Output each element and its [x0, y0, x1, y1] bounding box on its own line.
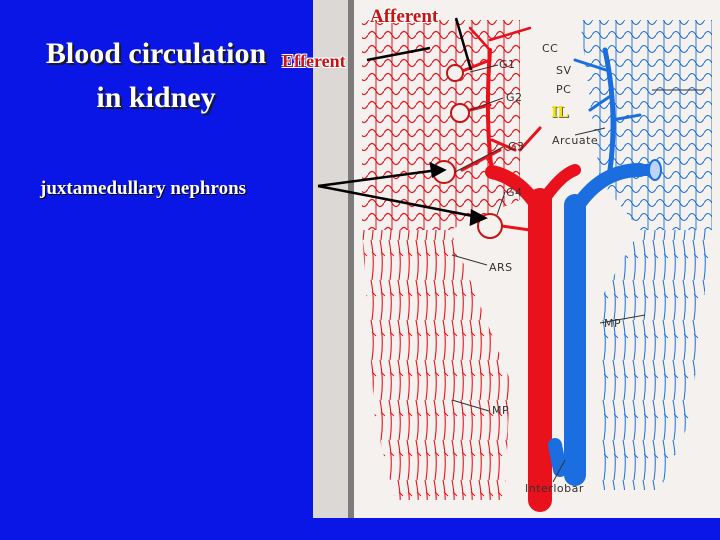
- figure-label-interlobar: Interlobar: [525, 482, 584, 495]
- annotation-arrows: [317, 17, 488, 226]
- figure-label-sv: SV: [556, 64, 572, 77]
- title-line-1: Blood circulation: [45, 37, 267, 70]
- label-afferent: Afferent: [370, 6, 439, 27]
- figure-label-g2: G2: [506, 91, 523, 104]
- glomerulus-g2: [450, 103, 470, 123]
- label-il: IL: [551, 102, 569, 121]
- label-efferent: Efferent: [282, 51, 346, 71]
- glomerulus-g4: [477, 213, 503, 239]
- figure-label-g1: G1: [499, 58, 516, 71]
- figure-label-mp-left: MP: [492, 404, 510, 417]
- glomerulus-g1: [446, 64, 464, 82]
- figure-label-arcuate: Arcuate: [552, 134, 599, 147]
- figure-leader-lines: [451, 64, 705, 483]
- figure-label-ars: ARS: [489, 261, 513, 274]
- glomeruli: [432, 64, 503, 239]
- red-capillary-cortex: [362, 20, 520, 230]
- figure-label-pc: PC: [556, 83, 572, 96]
- red-capillary-medulla: [362, 230, 510, 500]
- blue-capillary-medulla: [600, 230, 712, 490]
- slide-title: Blood circulation in kidney: [6, 32, 306, 120]
- vein-cross-section: [648, 159, 662, 181]
- subtitle-juxtamedullary: juxtamedullary nephrons: [40, 178, 247, 199]
- figure-label-g4: G4: [506, 186, 523, 199]
- vein-tree: [548, 47, 661, 486]
- title-line-2: in kidney: [96, 81, 216, 114]
- figure-label-g3: G3: [508, 140, 525, 153]
- figure-label-mp-right: MP: [604, 317, 622, 330]
- figure-label-cc: CC: [542, 42, 559, 55]
